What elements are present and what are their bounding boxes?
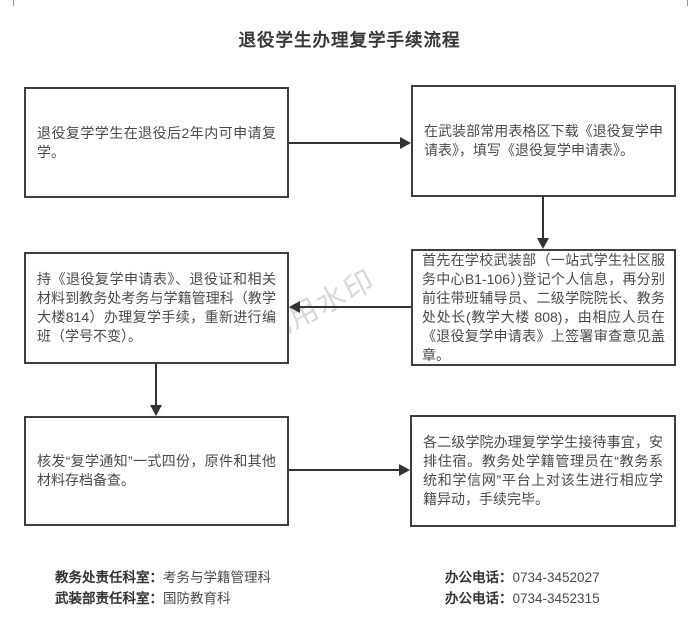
arrow-right-icon	[400, 137, 411, 149]
flow-box-step3-text: 首先在学校武装部（一站式学生社区服务中心B1-106）)登记个人信息，再分别前往…	[422, 251, 665, 363]
flow-box-step6: 各二级学院办理复学学生接待事宜，安排住宿。教务处学籍管理员在“教务系统和学信网”…	[410, 415, 676, 527]
footer-office-label-1: 教务处责任科室：	[55, 570, 163, 585]
arrow-line	[289, 142, 401, 144]
footer-phone-numbers: 办公电话：0734-3452027 办公电话：0734-3452315	[445, 567, 600, 609]
arrow-down-icon	[537, 238, 549, 249]
page-border-tick-right	[687, 0, 688, 6]
footer-phone-label-2: 办公电话：	[445, 591, 513, 606]
flow-box-step1: 退役复学学生在退役后2年内可申请复学。	[24, 87, 289, 198]
arrow-left-icon	[289, 301, 300, 313]
arrow-line	[155, 364, 157, 405]
footer-office-line-1: 教务处责任科室：考务与学籍管理科	[55, 567, 271, 588]
flow-box-step5-text: 核发“复学通知”一式四份，原件和其他材料存档备查。	[37, 453, 276, 488]
flow-box-step3: 首先在学校武装部（一站式学生社区服务中心B1-106）)登记个人信息，再分别前往…	[411, 249, 676, 366]
arrow-right-icon	[399, 464, 410, 476]
arrow-line	[542, 197, 544, 239]
footer-phone-line-1: 办公电话：0734-3452027	[445, 567, 600, 588]
footer-office-value-1: 考务与学籍管理科	[163, 570, 271, 585]
arrow-line	[300, 306, 411, 308]
footer-office-value-2: 国防教育科	[163, 591, 231, 606]
page-title: 退役学生办理复学手续流程	[238, 30, 461, 50]
footer-office-line-2: 武装部责任科室：国防教育科	[55, 588, 271, 609]
arrow-line	[289, 469, 399, 471]
flow-box-step1-text: 退役复学学生在退役后2年内可申请复学。	[37, 124, 276, 160]
flow-box-step4-text: 持《退役复学申请表》、退役证和相关材料到教务处考务与学籍管理科（教学大楼814）…	[37, 271, 276, 344]
arrow-down-icon	[150, 405, 162, 416]
footer-responsible-offices: 教务处责任科室：考务与学籍管理科 武装部责任科室：国防教育科	[55, 567, 271, 609]
flow-box-step2-text: 在武装部常用表格区下载《退役复学申请表》，填写《退役复学申请表》。	[424, 123, 663, 158]
flow-box-step5: 核发“复学通知”一式四份，原件和其他材料存档备查。	[24, 416, 289, 526]
footer-phone-value-2: 0734-3452315	[512, 591, 600, 606]
flow-box-step4: 持《退役复学申请表》、退役证和相关材料到教务处考务与学籍管理科（教学大楼814）…	[24, 252, 289, 364]
footer-phone-value-1: 0734-3452027	[512, 570, 600, 585]
footer-phone-label-1: 办公电话：	[445, 570, 513, 585]
footer-phone-line-2: 办公电话：0734-3452315	[445, 588, 600, 609]
flow-box-step2: 在武装部常用表格区下载《退役复学申请表》，填写《退役复学申请表》。	[411, 85, 676, 197]
page-border-tick-left	[13, 0, 14, 6]
footer-office-label-2: 武装部责任科室：	[55, 591, 163, 606]
flow-box-step6-text: 各二级学院办理复学学生接待事宜，安排住宿。教务处学籍管理员在“教务系统和学信网”…	[423, 434, 663, 507]
